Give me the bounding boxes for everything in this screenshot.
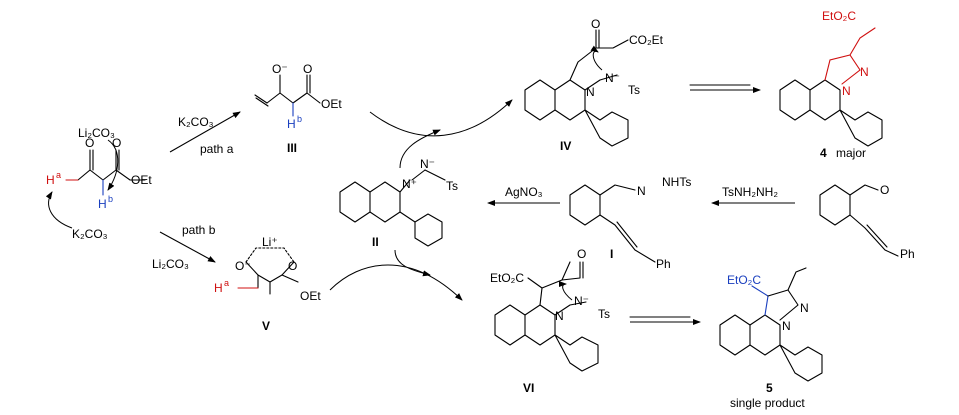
intermediate-III: O⁻ O OEt H b III bbox=[254, 62, 342, 155]
hb-sup: b bbox=[297, 114, 302, 124]
path-arrows: K₂CO₃ path a path b Li₂CO₃ bbox=[152, 111, 241, 271]
product-4: EtO₂C N N 4 major bbox=[779, 9, 883, 160]
ha-sup: a bbox=[224, 278, 229, 288]
path-a-label: path a bbox=[200, 142, 234, 156]
o-atom: O bbox=[85, 136, 94, 150]
ketoester-start: O O OEt H a H b Li₂CO₃ K₂CO₃ bbox=[45, 126, 152, 241]
label-5-note: single product bbox=[730, 396, 805, 410]
ha-label: H bbox=[46, 173, 55, 187]
ts-label: Ts bbox=[598, 307, 610, 321]
k2co3-left-label: K₂CO₃ bbox=[72, 227, 108, 241]
label-VI: VI bbox=[523, 381, 534, 395]
intermediate-VI: EtO₂C O N N⁻ Ts VI bbox=[490, 247, 610, 395]
n-plus-label: N⁺ bbox=[402, 177, 417, 191]
o-atom: O bbox=[112, 136, 121, 150]
nhts-label: NHTs bbox=[662, 175, 691, 189]
oet-label: OEt bbox=[131, 173, 152, 187]
label-V: V bbox=[262, 319, 270, 333]
hb-label: H bbox=[287, 117, 296, 131]
o-atom: O bbox=[591, 17, 600, 31]
ph-label: Ph bbox=[900, 247, 915, 261]
hb-sup: b bbox=[108, 194, 113, 204]
tsnhnh2-label: TsNH₂NH₂ bbox=[722, 185, 778, 199]
label-4-note: major bbox=[836, 146, 866, 160]
intermediate-V: O⁻ O Li⁺ OEt H a V bbox=[214, 235, 321, 333]
eto2c-label: EtO₂C bbox=[490, 271, 524, 285]
o-minus-label: O⁻ bbox=[272, 62, 288, 76]
label-IV: IV bbox=[560, 139, 571, 153]
n-label: N bbox=[555, 309, 564, 323]
li2co3-path-b-label: Li₂CO₃ bbox=[152, 257, 189, 271]
o-atom: O bbox=[303, 62, 312, 76]
intermediate-IV: O CO₂Et N N⁻ Ts IV bbox=[524, 17, 664, 153]
n-label: N bbox=[860, 65, 869, 79]
arrow-II-to-VI bbox=[394, 249, 431, 277]
k2co3-path-a-label: K₂CO₃ bbox=[178, 115, 214, 129]
addition-arrow-bottom bbox=[329, 264, 463, 301]
co2et-label: CO₂Et bbox=[629, 33, 664, 47]
o-atom: O bbox=[577, 247, 586, 261]
n-label: N bbox=[800, 301, 809, 315]
o-minus-label: O⁻ bbox=[235, 259, 251, 273]
n-label: N bbox=[842, 84, 851, 98]
agno3-label: AgNO₃ bbox=[505, 185, 543, 199]
intermediate-II: N⁺ N⁻ Ts II bbox=[339, 157, 458, 249]
n-label: N bbox=[586, 85, 595, 99]
label-4: 4 bbox=[820, 146, 827, 160]
o-atom: O bbox=[880, 183, 889, 197]
addition-arrow-top bbox=[369, 99, 513, 137]
hb-label: H bbox=[98, 197, 107, 211]
n-label: N bbox=[782, 319, 791, 333]
n-minus-label: N⁻ bbox=[605, 71, 620, 85]
ts-label: Ts bbox=[628, 83, 640, 97]
ts-label: Ts bbox=[446, 179, 458, 193]
reagent-arrows-middle: AgNO₃ TsNH₂NH₂ bbox=[487, 185, 795, 206]
li2co3-top-label: Li₂CO₃ bbox=[78, 126, 115, 140]
path-b-label: path b bbox=[182, 223, 216, 237]
n-minus-label: N⁻ bbox=[574, 294, 589, 308]
intermediate-I: N NHTs Ph I bbox=[569, 175, 691, 271]
ha-label: H bbox=[214, 281, 223, 295]
o-atom: O bbox=[288, 259, 297, 273]
label-III: III bbox=[287, 141, 297, 155]
label-I: I bbox=[610, 247, 613, 261]
eto2c-label: EtO₂C bbox=[822, 9, 856, 23]
li-plus-label: Li⁺ bbox=[262, 235, 278, 249]
oet-label: OEt bbox=[300, 289, 321, 303]
ha-sup: a bbox=[56, 170, 61, 180]
label-5: 5 bbox=[766, 381, 773, 395]
arrow-II-to-IV bbox=[399, 129, 441, 169]
ph-label: Ph bbox=[656, 257, 671, 271]
eto2c-label: EtO₂C bbox=[727, 273, 761, 287]
n-label: N bbox=[637, 184, 646, 198]
alkynyl-benzaldehyde: O Ph bbox=[819, 183, 915, 261]
product-5: EtO₂C N N 5 single product bbox=[719, 267, 823, 410]
label-II: II bbox=[372, 235, 379, 249]
oet-label: OEt bbox=[321, 97, 342, 111]
n-minus-label: N⁻ bbox=[420, 157, 435, 171]
